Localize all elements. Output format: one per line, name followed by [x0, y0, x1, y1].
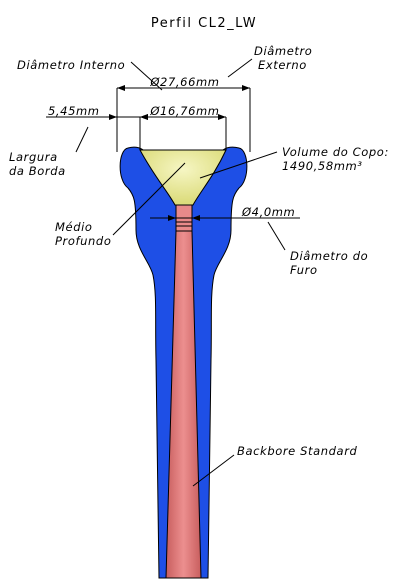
- throat-value: Ø4,0mm: [241, 205, 295, 219]
- inner-diameter-dimension: [139, 114, 227, 150]
- inner-diameter-leader: [130, 61, 163, 91]
- rim-width-value: 5,45mm: [48, 104, 100, 118]
- backbore-label: Backbore Standard: [237, 444, 358, 458]
- outer-diameter-leader: [227, 58, 253, 78]
- cup-volume-label-2: 1490,58mm³: [282, 159, 363, 173]
- inner-diameter-value: Ø16,76mm: [149, 104, 219, 118]
- cup-volume-label-1: Volume do Copo:: [282, 145, 389, 159]
- cup-depth-label-1: Médio: [55, 220, 93, 234]
- rim-width-dimension: [46, 114, 148, 120]
- cup: [139, 149, 227, 206]
- rim-width-leader: [75, 126, 89, 153]
- bore-leader: [267, 221, 286, 251]
- cup-volume-leader: [199, 151, 278, 179]
- outer-diameter-label-2: Externo: [258, 58, 307, 72]
- backbore-leader: [192, 454, 235, 487]
- rim-width-label-1: Largura: [9, 150, 58, 164]
- outer-diameter-dimension: [116, 85, 251, 152]
- diagram-title: Perfil CL2_LW: [151, 16, 257, 31]
- inner-diameter-label: Diâmetro Interno: [17, 58, 125, 72]
- outer-diameter-value: Ø27,66mm: [149, 75, 219, 89]
- cup-depth-leader: [112, 162, 186, 236]
- throat-dimension: [150, 215, 300, 221]
- cup-depth-label-2: Profundo: [55, 234, 111, 248]
- rim-width-label-2: da Borda: [9, 164, 66, 178]
- bore-label-2: Furo: [290, 263, 318, 277]
- outer-diameter-label-1: Diâmetro: [254, 44, 312, 58]
- backbore: [165, 230, 202, 579]
- bore-label-1: Diâmetro do: [290, 249, 368, 263]
